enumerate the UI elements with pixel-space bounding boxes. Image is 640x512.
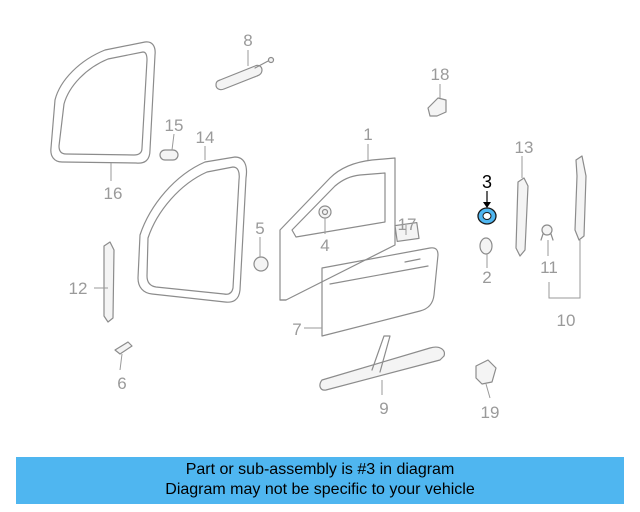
leader-lines (94, 50, 581, 399)
part-8-rod (215, 56, 275, 91)
part-18-bracket (427, 97, 447, 117)
callout-4: 4 (320, 236, 329, 255)
part-14-door-opening-weatherstrip (137, 156, 248, 303)
part-10-seal-strip (574, 155, 587, 241)
caption-line-2: Diagram may not be specific to your vehi… (165, 481, 475, 498)
part-1-door-shell (279, 157, 396, 301)
callout-1: 1 (363, 125, 372, 144)
callout-8: 8 (243, 31, 252, 50)
part-7-door-skin (321, 247, 439, 337)
part-15-clip (159, 149, 179, 161)
callout-18: 18 (431, 65, 450, 84)
part-3-plug-highlighted (477, 207, 497, 225)
part-5-plug (253, 256, 269, 272)
part-4-grommet (318, 205, 332, 219)
callout-9: 9 (379, 399, 388, 418)
callout-19: 19 (481, 403, 500, 422)
callout-17: 17 (398, 215, 417, 234)
part-12-pillar-strip (103, 241, 115, 323)
part-19-bracket (475, 359, 497, 385)
callout-11: 11 (540, 258, 558, 277)
callout-10: 10 (557, 311, 576, 330)
callout-2: 2 (482, 268, 491, 287)
part-16-window-weatherstrip (50, 41, 156, 164)
callout-15: 15 (165, 116, 184, 135)
diagram-caption-banner: Part or sub-assembly is #3 in diagram Di… (16, 457, 624, 504)
callout-14: 14 (196, 128, 215, 147)
callout-3: 3 (482, 172, 492, 192)
callout-6: 6 (117, 374, 126, 393)
part-13-molding (515, 177, 529, 257)
part-17-label (394, 221, 420, 243)
part-6-bracket (114, 341, 133, 355)
part-2-washer (479, 237, 493, 255)
callout-5: 5 (255, 219, 264, 238)
caption-line-1: Part or sub-assembly is #3 in diagram (185, 461, 455, 478)
callout-7: 7 (292, 320, 301, 339)
callout-16: 16 (104, 184, 123, 203)
part-11-fastener (540, 224, 554, 241)
callout-12: 12 (69, 279, 88, 298)
callout-13: 13 (515, 138, 534, 157)
part-9-sill-molding (319, 335, 445, 391)
